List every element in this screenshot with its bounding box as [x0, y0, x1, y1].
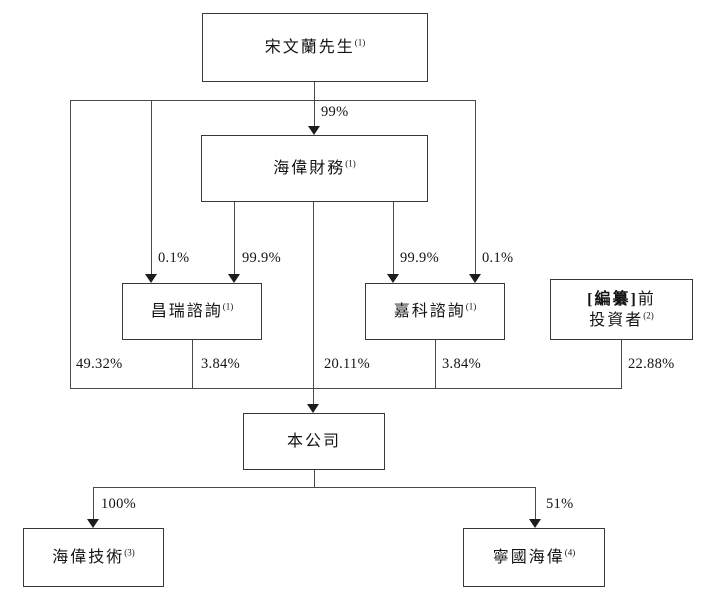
- connector-song-to-changrui: [151, 100, 152, 275]
- pct-finance-company: 20.11%: [324, 356, 370, 372]
- footnote-marker: (1): [345, 158, 356, 169]
- connector-finance-to-jiake: [393, 202, 394, 275]
- node-jiake-consulting: 嘉科諮詢(1): [365, 283, 505, 340]
- connector-subsidiaries-horizontal: [93, 487, 536, 488]
- footnote-marker: (2): [643, 310, 654, 321]
- arrow-down-into-jiake-left-icon: [387, 274, 399, 283]
- node-pre-investors-line2: 投資者(2): [589, 310, 654, 329]
- connector-investors-to-company: [621, 340, 622, 389]
- node-haiwei-technology-label: 海偉技術(3): [52, 547, 135, 566]
- connector-junction-to-company: [313, 388, 314, 405]
- pct-company-tech: 100%: [101, 496, 137, 512]
- arrow-down-into-changrui-right-icon: [228, 274, 240, 283]
- node-haiwei-technology: 海偉技術(3): [23, 528, 164, 587]
- arrow-down-into-finance-icon: [308, 126, 320, 135]
- arrow-down-into-changrui-left-icon: [145, 274, 157, 283]
- connector-company-to-ningguo: [535, 487, 536, 520]
- footnote-marker: (1): [465, 301, 477, 312]
- connector-company-down: [314, 470, 315, 488]
- footnote-marker: (3): [124, 547, 135, 558]
- pct-changrui-company: 3.84%: [201, 356, 240, 372]
- node-song-wenlan-label: 宋文蘭先生(1): [264, 37, 366, 56]
- pct-investors-company: 22.88%: [628, 356, 675, 372]
- connector-song-to-jiake: [475, 100, 476, 275]
- pct-song-finance: 99%: [321, 104, 349, 120]
- node-haiwei-finance: 海偉財務(1): [201, 135, 428, 202]
- pct-finance-changrui: 99.9%: [242, 250, 281, 266]
- connector-song-to-company-left: [70, 100, 71, 389]
- node-changrui-consulting: 昌瑞諮詢(1): [122, 283, 262, 340]
- connector-song-top-horizontal: [70, 100, 476, 101]
- footnote-marker: (4): [564, 547, 576, 558]
- node-the-company-label: 本公司: [286, 433, 341, 450]
- connector-jiake-to-company: [435, 340, 436, 389]
- node-pre-investors: [編纂]前 投資者(2): [550, 279, 693, 340]
- node-haiwei-finance-label: 海偉財務(1): [273, 158, 356, 177]
- pct-company-ningguo: 51%: [546, 496, 574, 512]
- pct-song-jiake: 0.1%: [482, 250, 514, 266]
- arrow-down-into-jiake-right-icon: [469, 274, 481, 283]
- node-jiake-consulting-label: 嘉科諮詢(1): [393, 301, 477, 320]
- footnote-marker: (1): [354, 37, 366, 48]
- node-song-wenlan: 宋文蘭先生(1): [202, 13, 428, 82]
- node-ningguo-haiwei: 寧國海偉(4): [463, 528, 605, 587]
- arrow-down-into-tech-icon: [87, 519, 99, 528]
- footnote-marker: (1): [222, 301, 234, 312]
- pct-song-changrui: 0.1%: [158, 250, 190, 266]
- node-changrui-consulting-label: 昌瑞諮詢(1): [150, 301, 234, 320]
- pct-finance-jiake: 99.9%: [400, 250, 439, 266]
- arrow-down-into-ningguo-icon: [529, 519, 541, 528]
- connector-finance-to-changrui: [234, 202, 235, 275]
- arrow-down-into-company-icon: [307, 404, 319, 413]
- connector-changrui-to-company: [192, 340, 193, 389]
- connector-company-junction-horizontal: [70, 388, 622, 389]
- pct-jiake-company: 3.84%: [442, 356, 481, 372]
- node-pre-investors-line1: [編纂]前: [587, 290, 656, 308]
- connector-company-to-tech: [93, 487, 94, 520]
- connector-song-to-finance: [314, 82, 315, 128]
- node-the-company: 本公司: [243, 413, 385, 470]
- pct-song-company: 49.32%: [76, 356, 123, 372]
- node-ningguo-haiwei-label: 寧國海偉(4): [492, 547, 576, 566]
- connector-finance-to-company: [313, 202, 314, 389]
